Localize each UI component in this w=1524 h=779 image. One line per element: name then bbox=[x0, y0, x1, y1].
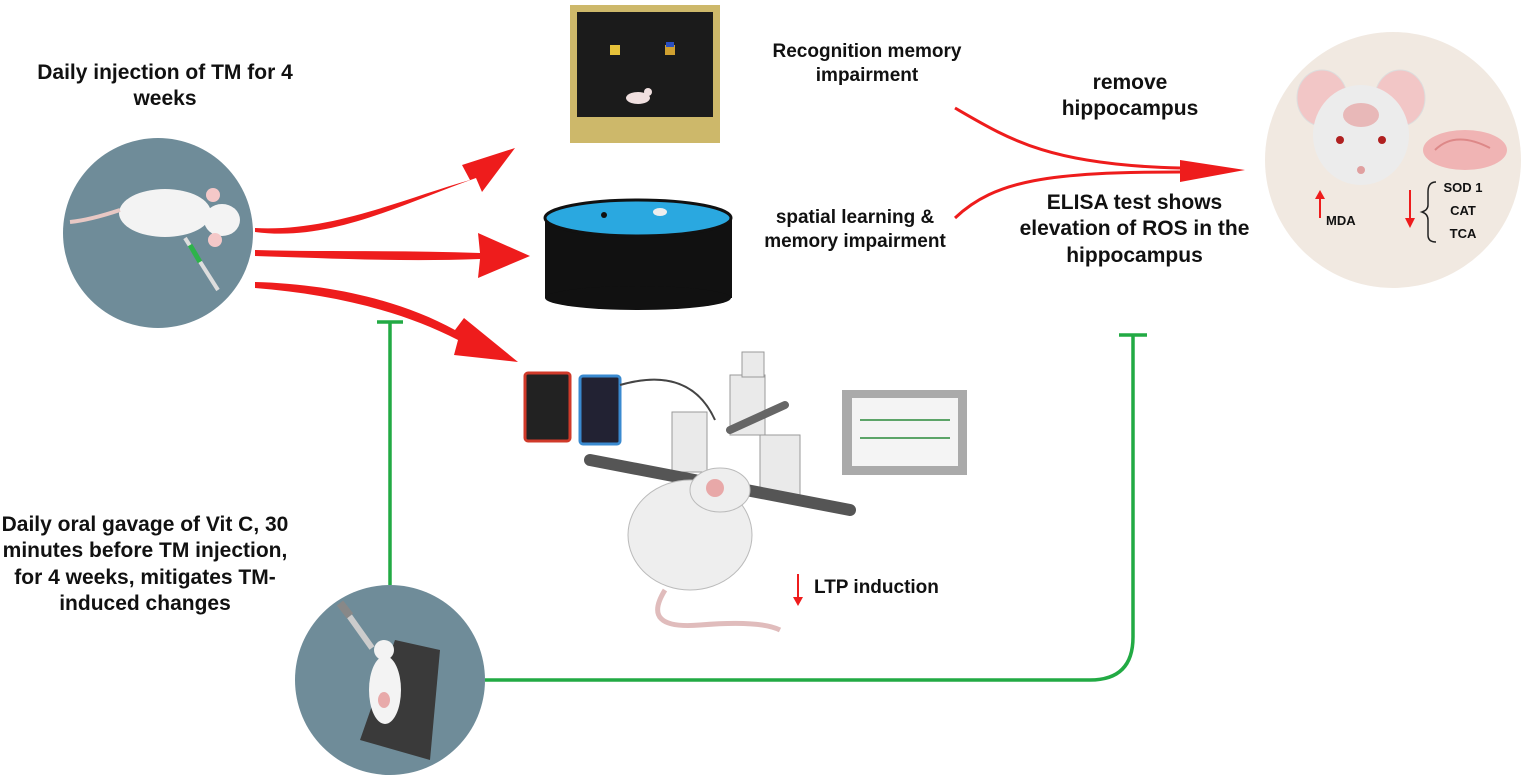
tm-injection-label: Daily injection of TM for 4 weeks bbox=[37, 61, 293, 111]
ltp-down-arrow bbox=[793, 574, 803, 606]
hippocampus-icon bbox=[1423, 130, 1507, 170]
mda-up-arrow bbox=[1315, 190, 1325, 218]
antioxidant-down-arrow bbox=[1405, 190, 1415, 228]
spatial-memory-label: spatial learning & memory impairment bbox=[764, 207, 946, 252]
green-inhibit-lines bbox=[377, 320, 1147, 682]
tca-label: TCA bbox=[1449, 226, 1477, 241]
sod-label: SOD 1 bbox=[1443, 180, 1483, 195]
recognition-memory-label: Recognition memory impairment bbox=[772, 41, 962, 86]
antioxidant-brace bbox=[1419, 181, 1437, 243]
water-maze-icon bbox=[543, 198, 733, 310]
ltp-rig-icon bbox=[523, 351, 856, 633]
red-arrows-right bbox=[953, 106, 1181, 220]
merged-arrow-head bbox=[1180, 160, 1245, 182]
elisa-label: ELISA test shows elevation of ROS in the… bbox=[1019, 191, 1250, 267]
ltp-induction-label: LTP induction bbox=[814, 577, 939, 598]
novel-object-box-icon bbox=[570, 5, 720, 143]
rat-injection-icon bbox=[63, 138, 253, 328]
mda-label: MDA bbox=[1326, 213, 1356, 228]
cat-label: CAT bbox=[1450, 203, 1476, 218]
red-arrows-left bbox=[255, 148, 530, 362]
monitor-icon bbox=[842, 390, 967, 475]
rat-gavage-icon bbox=[295, 585, 485, 775]
rat-head-icon bbox=[1265, 32, 1521, 288]
remove-hippocampus-label: remove hippocampus bbox=[1061, 71, 1199, 121]
vitc-gavage-label: Daily oral gavage of Vit C, 30 minutes b… bbox=[1, 513, 289, 615]
